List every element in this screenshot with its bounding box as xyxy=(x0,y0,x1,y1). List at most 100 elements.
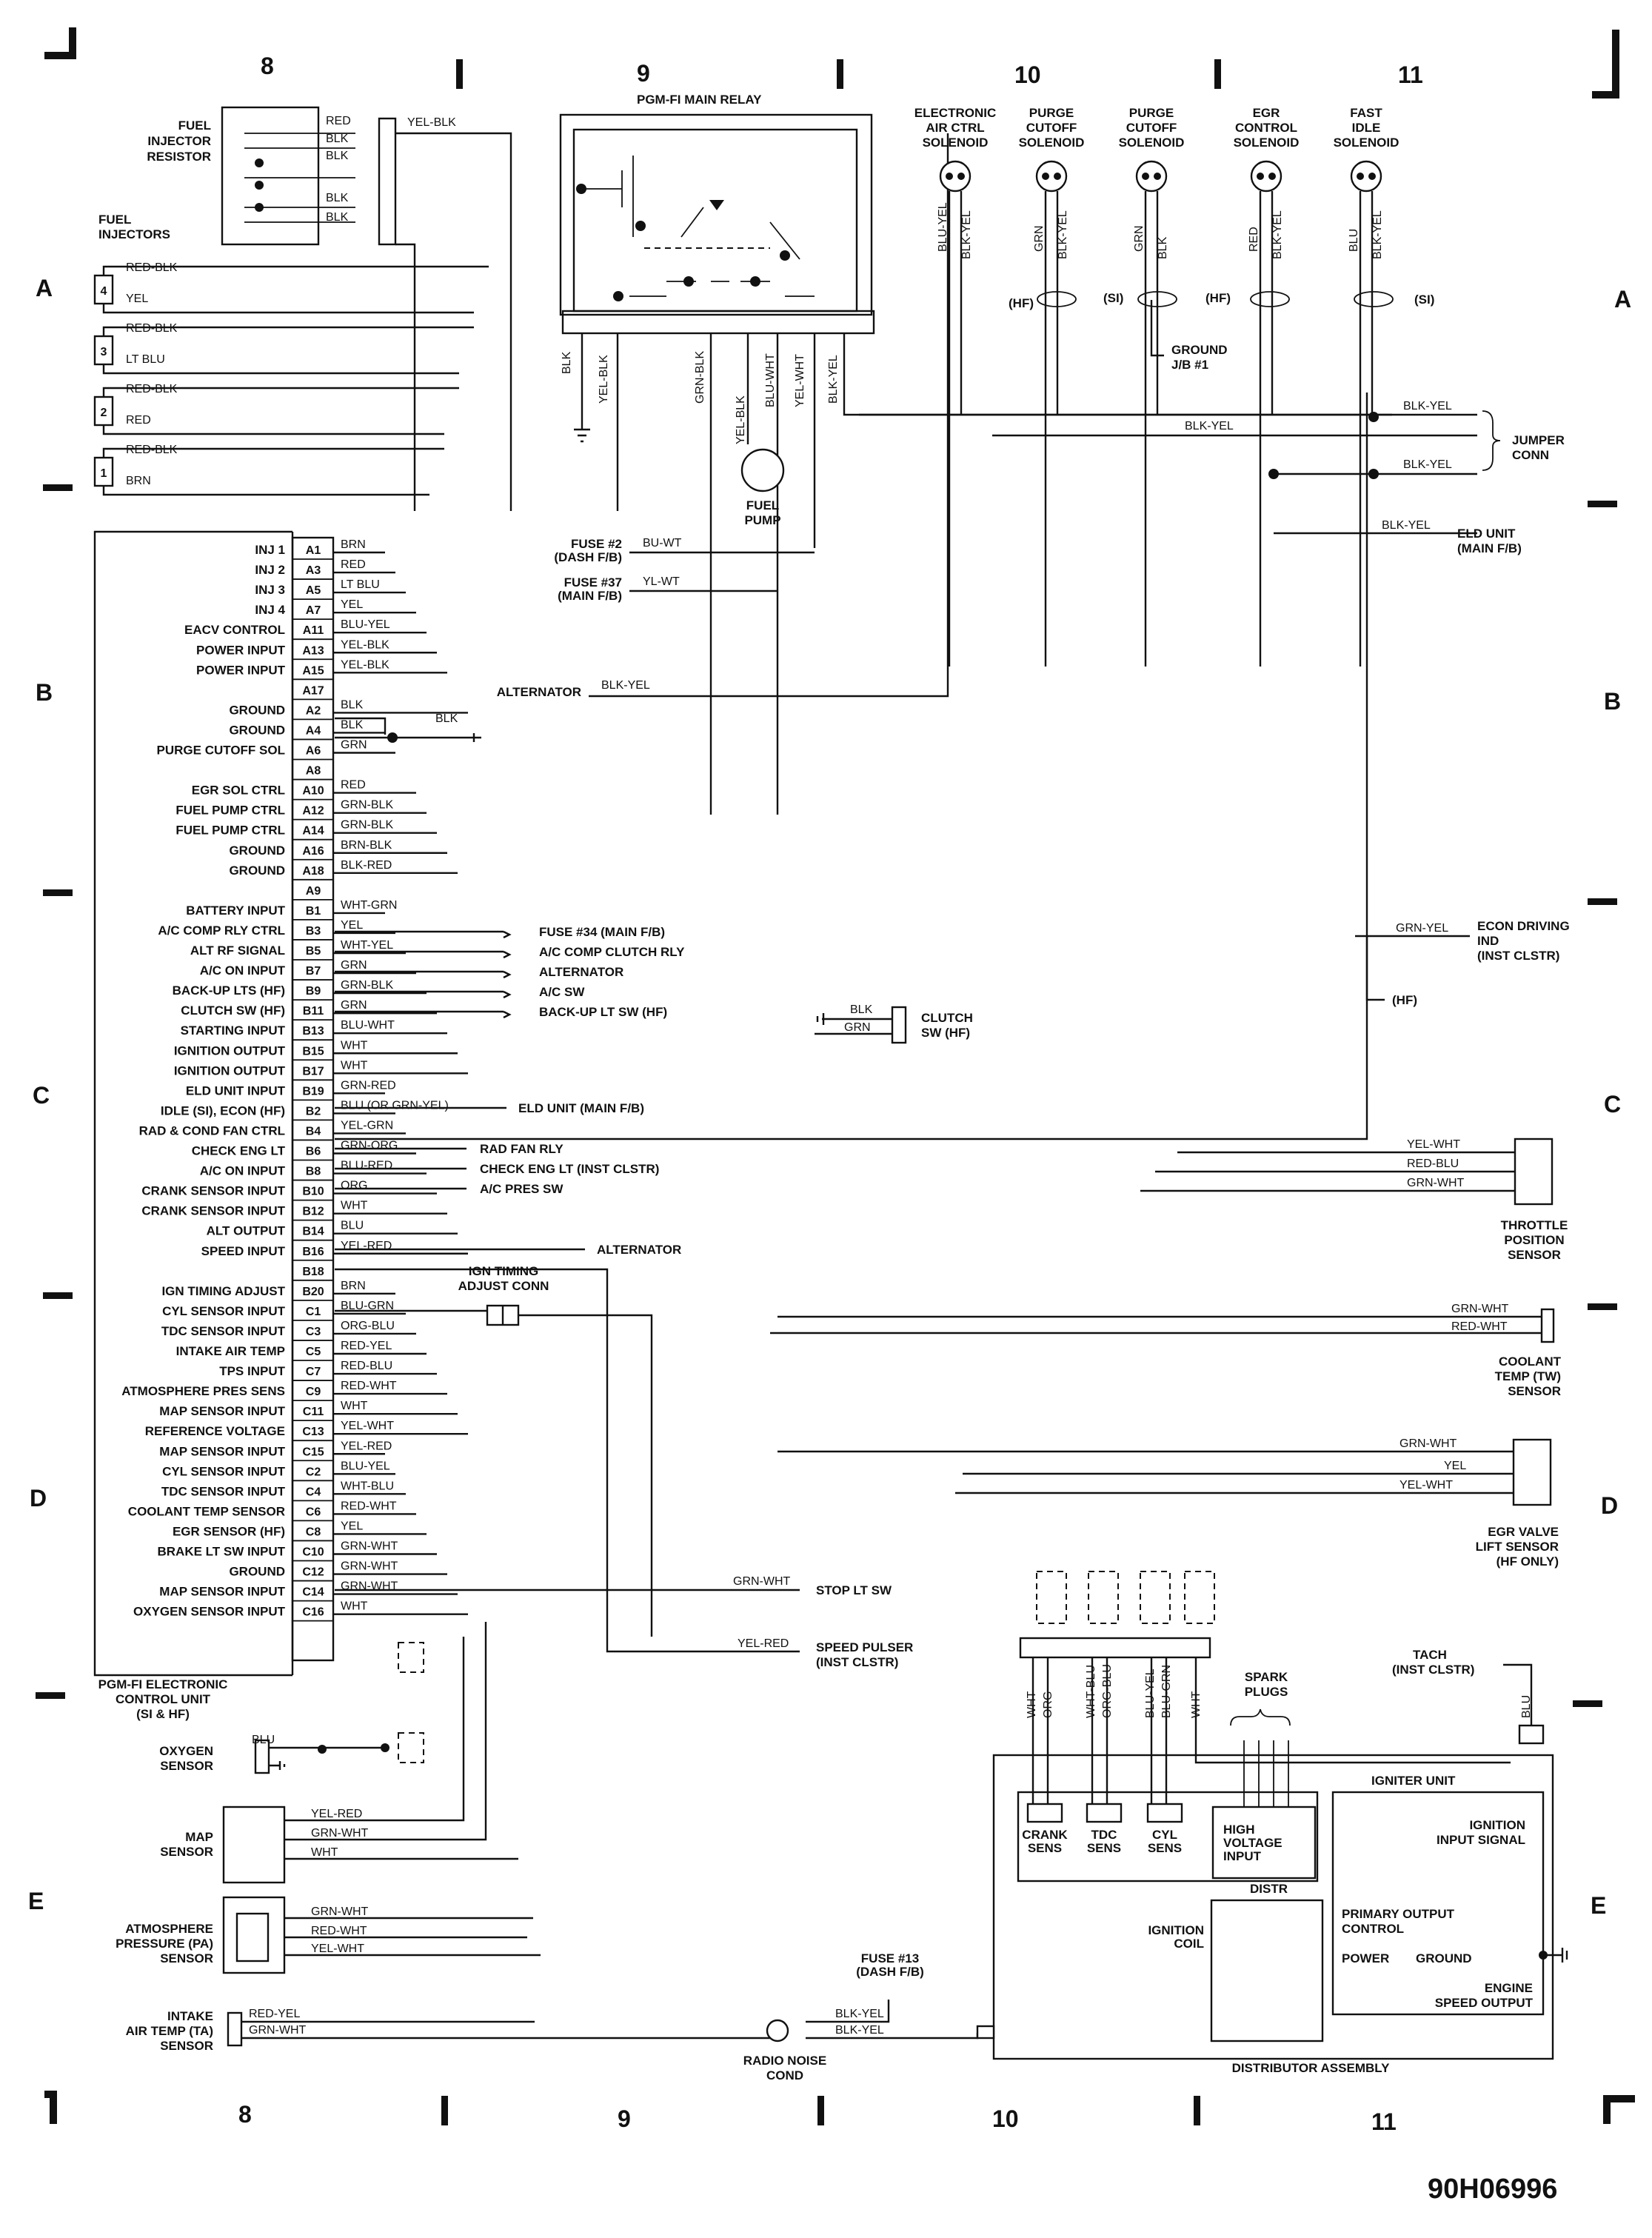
resistor-wire-blk-4: BLK xyxy=(326,211,349,224)
ecu-pin-label: MAP SENSOR INPUT xyxy=(159,1585,285,1599)
ecu-pin-wire: GRN-BLK xyxy=(341,799,393,812)
clutch-sw-label-1: CLUTCH xyxy=(921,1011,973,1025)
ecu-pin-wire: GRN xyxy=(341,959,367,972)
ground-label: GROUND xyxy=(1416,1951,1472,1965)
jumper-wire-2: BLK-YEL xyxy=(1185,420,1234,432)
relay-wire: BLK-YEL xyxy=(827,355,840,404)
pa-wire-1: GRN-WHT xyxy=(311,1905,369,1918)
ecu-pin-label: STARTING INPUT xyxy=(181,1023,286,1038)
ecu-pin-id: A15 xyxy=(302,664,324,677)
ecu-pin-id: C4 xyxy=(306,1486,321,1498)
ecu-pin-label: GROUND xyxy=(229,703,285,717)
ecu-pin-id: B18 xyxy=(302,1266,324,1278)
ecu-pin-wire: WHT-GRN xyxy=(341,899,397,912)
ecu-pin-id: B6 xyxy=(306,1146,321,1158)
ecu-pin-id: B13 xyxy=(302,1025,324,1038)
ecu-pin-label: CHECK ENG LT xyxy=(192,1144,286,1158)
grid-col-9-top: 9 xyxy=(637,60,650,87)
ecu-pin-label: INJ 3 xyxy=(255,583,285,597)
dest-check-eng-lt: CHECK ENG LT (INST CLSTR) xyxy=(480,1162,659,1176)
ecu-pin-wire: WHT xyxy=(341,1400,368,1412)
ecu-pin-wire: GRN xyxy=(341,999,367,1012)
solenoid-wire-path xyxy=(948,191,963,667)
resistor-wire-blk-2: BLK xyxy=(326,150,349,162)
ecu-pin-label: MAP SENSOR INPUT xyxy=(159,1404,285,1418)
egr-wire-2: YEL xyxy=(1444,1460,1466,1472)
ecu-pin-wire: BRN xyxy=(341,538,366,551)
main-relay-title: PGM-FI MAIN RELAY xyxy=(637,93,762,107)
jumper-conn-label-2: CONN xyxy=(1512,448,1549,462)
solenoid-name: CUTOFF xyxy=(1126,121,1177,135)
relay-wire: BLK xyxy=(561,351,573,374)
clutch-sw-label-2: SW (HF) xyxy=(921,1026,970,1040)
ecu-pin-id: C15 xyxy=(302,1446,324,1458)
relay-wire: BLU-WHT xyxy=(764,353,777,407)
ecu-pin-id: C13 xyxy=(302,1426,324,1438)
ecu-pin-id: C3 xyxy=(306,1326,321,1338)
speed-wire: YEL-RED xyxy=(738,1637,789,1650)
ecu-pin-label: CYL SENSOR INPUT xyxy=(162,1304,286,1318)
ecu-pin-wire: GRN-BLK xyxy=(341,819,393,832)
econ-wire: GRN-YEL xyxy=(1396,922,1448,935)
ecu-pin-id: B9 xyxy=(306,985,321,998)
map-label-2: SENSOR xyxy=(160,1845,213,1859)
solenoid-pin xyxy=(946,173,953,180)
solenoid-wire-a: BLU-YEL xyxy=(937,202,949,252)
ecu-pin-wire: YEL xyxy=(341,1520,363,1532)
map-label-1: MAP xyxy=(185,1830,213,1844)
injector-wire-b: RED xyxy=(126,414,151,427)
ecu-pin-id: A9 xyxy=(306,885,321,898)
coolant-wire-2: RED-WHT xyxy=(1451,1320,1508,1333)
grid-row-b-right: B xyxy=(1604,688,1621,715)
high-voltage-label-1: HIGH xyxy=(1223,1823,1255,1837)
ecu-pin-label: POWER INPUT xyxy=(196,663,286,677)
ecu-pin-wire: BLU-WHT xyxy=(341,1019,395,1032)
dest-eld-unit: ELD UNIT (MAIN F/B) xyxy=(518,1101,644,1115)
fuel-injectors-label-1: FUEL xyxy=(98,213,131,227)
ecu-pin-id: B12 xyxy=(302,1206,324,1218)
shield-tag: (HF) xyxy=(1009,296,1034,310)
distributor-conn-wire: WHT xyxy=(1190,1691,1203,1718)
ecu-pin-label: INJ 1 xyxy=(255,543,285,557)
ecu-pin-id: C6 xyxy=(306,1506,321,1518)
ecu-pin-wire: WHT xyxy=(341,1600,368,1613)
ecu-pin-label: COOLANT TEMP SENSOR xyxy=(128,1504,285,1518)
ecu-pin-label: EACV CONTROL xyxy=(184,623,285,637)
ta-label-1: INTAKE xyxy=(167,2009,213,2023)
ecu-pin-id: B15 xyxy=(302,1045,324,1058)
dest-fuse-34: FUSE #34 (MAIN F/B) xyxy=(539,925,665,939)
solenoid-connector xyxy=(1350,160,1382,193)
ecu-pin-id: B10 xyxy=(302,1186,324,1198)
ecu-title-line-2: CONTROL UNIT xyxy=(116,1692,211,1706)
pa-label-3: SENSOR xyxy=(160,1951,213,1965)
distributor-assembly xyxy=(766,1637,1568,2060)
ecu-pin-label: EGR SENSOR (HF) xyxy=(173,1524,285,1538)
shield-tag: (SI) xyxy=(1414,293,1434,307)
solenoid-connector xyxy=(1135,160,1168,193)
ecu-pin-label: IGNITION OUTPUT xyxy=(174,1043,286,1058)
ecu-pin-label: RAD & COND FAN CTRL xyxy=(139,1123,285,1138)
solenoid-pin xyxy=(1042,173,1049,180)
grid-row-b-left: B xyxy=(36,679,53,706)
fuse-2-label: FUSE #2 xyxy=(571,537,622,551)
injector-wire-b: LT BLU xyxy=(126,353,165,366)
resistor-out-wire: YEL-BLK xyxy=(407,116,456,129)
ecu-pin-wire: RED-WHT xyxy=(341,1500,397,1512)
ecu-pin-wire: BLU-RED xyxy=(341,1160,392,1172)
egr-wire-1: GRN-WHT xyxy=(1399,1437,1457,1450)
injector-number: 1 xyxy=(101,467,107,480)
grid-col-8-top: 8 xyxy=(261,53,274,79)
shield-ellipse xyxy=(1354,291,1394,307)
ecu-pin-id: C2 xyxy=(306,1466,321,1478)
grid-row-c-left: C xyxy=(33,1082,50,1109)
solenoid-pin xyxy=(1357,173,1364,180)
ecu-pin-wire: WHT xyxy=(341,1200,368,1212)
igniter-unit-label: IGNITER UNIT xyxy=(1371,1774,1456,1788)
ecu-pin-wire: BLK xyxy=(341,718,364,731)
dest-alternator-b5: ALTERNATOR xyxy=(539,965,623,979)
tdc-sens-label-1: TDC xyxy=(1091,1828,1117,1842)
fuel-injectors-label-2: INJECTORS xyxy=(98,227,170,241)
ecu-pin-wire: RED-YEL xyxy=(341,1340,392,1352)
